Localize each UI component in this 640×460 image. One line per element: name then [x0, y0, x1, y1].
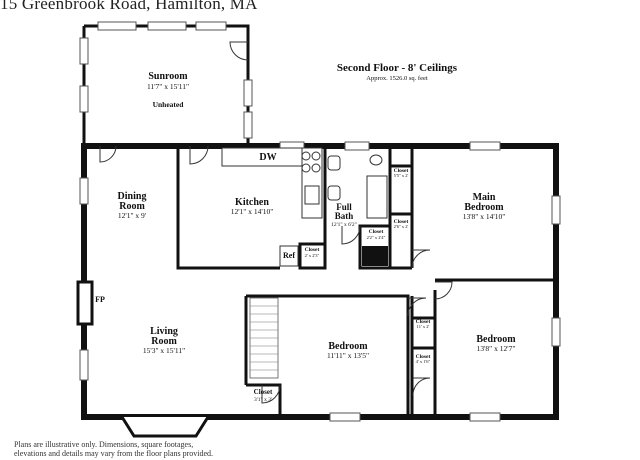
sunroom-window: [243, 111, 253, 139]
toilet-icon: [369, 154, 383, 166]
living-window: [79, 349, 89, 381]
stove-burner-icon: [311, 163, 321, 173]
closet-living-dims: 3'1" x 3': [254, 397, 272, 403]
closet-bedroom-upper-dims: 11' x 2': [417, 324, 430, 329]
dining-name-line2: Room: [119, 201, 145, 212]
fireplace-label: FP: [95, 295, 105, 304]
kitchen-fixtures: [99, 145, 323, 267]
living-name-line2: Room: [151, 336, 177, 347]
main-bedroom-door: [411, 249, 431, 269]
closet-bedroom-upper-name: Closet: [416, 319, 431, 325]
sunroom-dims: 11'7" x 15'11": [147, 82, 189, 91]
sunroom-window: [79, 37, 89, 65]
main-bedroom-dims: 13'8" x 14'10": [463, 212, 506, 221]
bath-fixtures: [327, 154, 388, 245]
sunroom-name: Sunroom: [148, 71, 188, 82]
bathtub-icon: [366, 175, 388, 219]
sunroom-walls: [79, 21, 253, 146]
main-bedroom-window: [469, 141, 501, 151]
living-name-line1: Living: [150, 326, 178, 337]
dishwasher-label: DW: [259, 152, 276, 163]
bath-door: [341, 225, 361, 245]
bedroom-window: [551, 317, 561, 347]
stove-burner-icon: [301, 151, 311, 161]
bath-sink-icon: [327, 155, 341, 171]
exterior-walls: [76, 141, 561, 438]
disclaimer: Plans are illustrative only. Dimensions,…: [14, 440, 264, 458]
sunroom-window: [243, 79, 253, 107]
listing-address: 15 Greenbrook Road, Hamilton, MA: [0, 0, 258, 13]
sunroom-window: [79, 85, 89, 113]
kitchen-name: Kitchen: [235, 197, 269, 208]
living-dims: 15'3" x 15'11": [143, 346, 185, 355]
bath-sink-icon: [327, 185, 341, 201]
bedroom-center-name: Bedroom: [328, 341, 368, 352]
full-bath-name-line1: Full: [336, 202, 352, 212]
refrigerator-label: Ref: [283, 251, 295, 260]
floor-area: Approx. 1526.0 sq. feet: [366, 75, 428, 82]
full-bath-dims: 12'1" x 6'2": [331, 222, 357, 228]
main-bedroom-window: [551, 195, 561, 225]
closet-main-upper-dims: 5'5" x 2': [394, 173, 409, 178]
bay-window: [120, 416, 210, 438]
doors: [261, 249, 453, 404]
disclaimer-line: Plans are illustrative only. Dimensions,…: [14, 440, 194, 449]
bedroom-door: [407, 297, 427, 317]
closet-kitchen-dims: 2' x 2'3": [305, 253, 320, 258]
kitchen-door: [189, 145, 209, 165]
closet-bath-name: Closet: [369, 229, 384, 235]
stair-treads: [250, 305, 278, 371]
closet-door: [261, 384, 281, 404]
dining-dims: 12'1" x 9': [118, 211, 147, 220]
closet-main-lower-name: Closet: [394, 219, 409, 225]
sunroom-door: [229, 41, 249, 61]
closet-bedroom-lower-dims: 4' x 1'6": [416, 359, 431, 364]
closet-main-upper-name: Closet: [394, 168, 409, 174]
sunroom-window: [97, 21, 137, 31]
refrigerator-box: [279, 245, 299, 267]
kitchen-dims: 12'1" x 14'10": [231, 207, 274, 216]
sunroom-note: Unheated: [153, 100, 185, 109]
disclaimer-line: elevations and details may vary from the…: [14, 449, 214, 458]
bedroom-door: [434, 281, 453, 300]
closet-living-name: Closet: [254, 388, 273, 396]
bedroom-window: [469, 412, 501, 422]
main-bedroom-name-line2: Bedroom: [464, 202, 504, 213]
bedroom-right-dims: 13'8" x 12'7": [477, 344, 516, 353]
stove-burner-icon: [311, 151, 321, 161]
sunroom-window: [195, 21, 227, 31]
dining-door: [99, 145, 117, 163]
bath-window: [344, 141, 370, 151]
full-bath-name-line2: Bath: [335, 211, 354, 221]
interior-walls: [176, 146, 556, 417]
closet-bath-dims: 2'2" x 2'4": [367, 235, 386, 240]
stove-burner-icon: [301, 163, 311, 173]
fireplace-box: [76, 280, 94, 326]
dining-window: [79, 177, 89, 205]
closet-bedroom-lower-name: Closet: [416, 354, 431, 360]
closet-main-lower-dims: 2'6" x 2': [394, 224, 409, 229]
closet-kitchen-name: Closet: [305, 247, 320, 253]
main-bedroom-name-line1: Main: [473, 192, 496, 203]
dining-name-line1: Dining: [118, 191, 147, 202]
bedroom-center-dims: 11'11" x 13'5": [327, 351, 369, 360]
bath-closet-fill: [362, 246, 388, 266]
bedroom-right-name: Bedroom: [476, 334, 516, 345]
sunroom-window: [147, 21, 187, 31]
floor-title: Second Floor - 8' Ceilings: [337, 62, 458, 74]
closet-door: [412, 377, 431, 396]
bedroom-window: [329, 412, 361, 422]
sink-icon: [304, 185, 320, 205]
